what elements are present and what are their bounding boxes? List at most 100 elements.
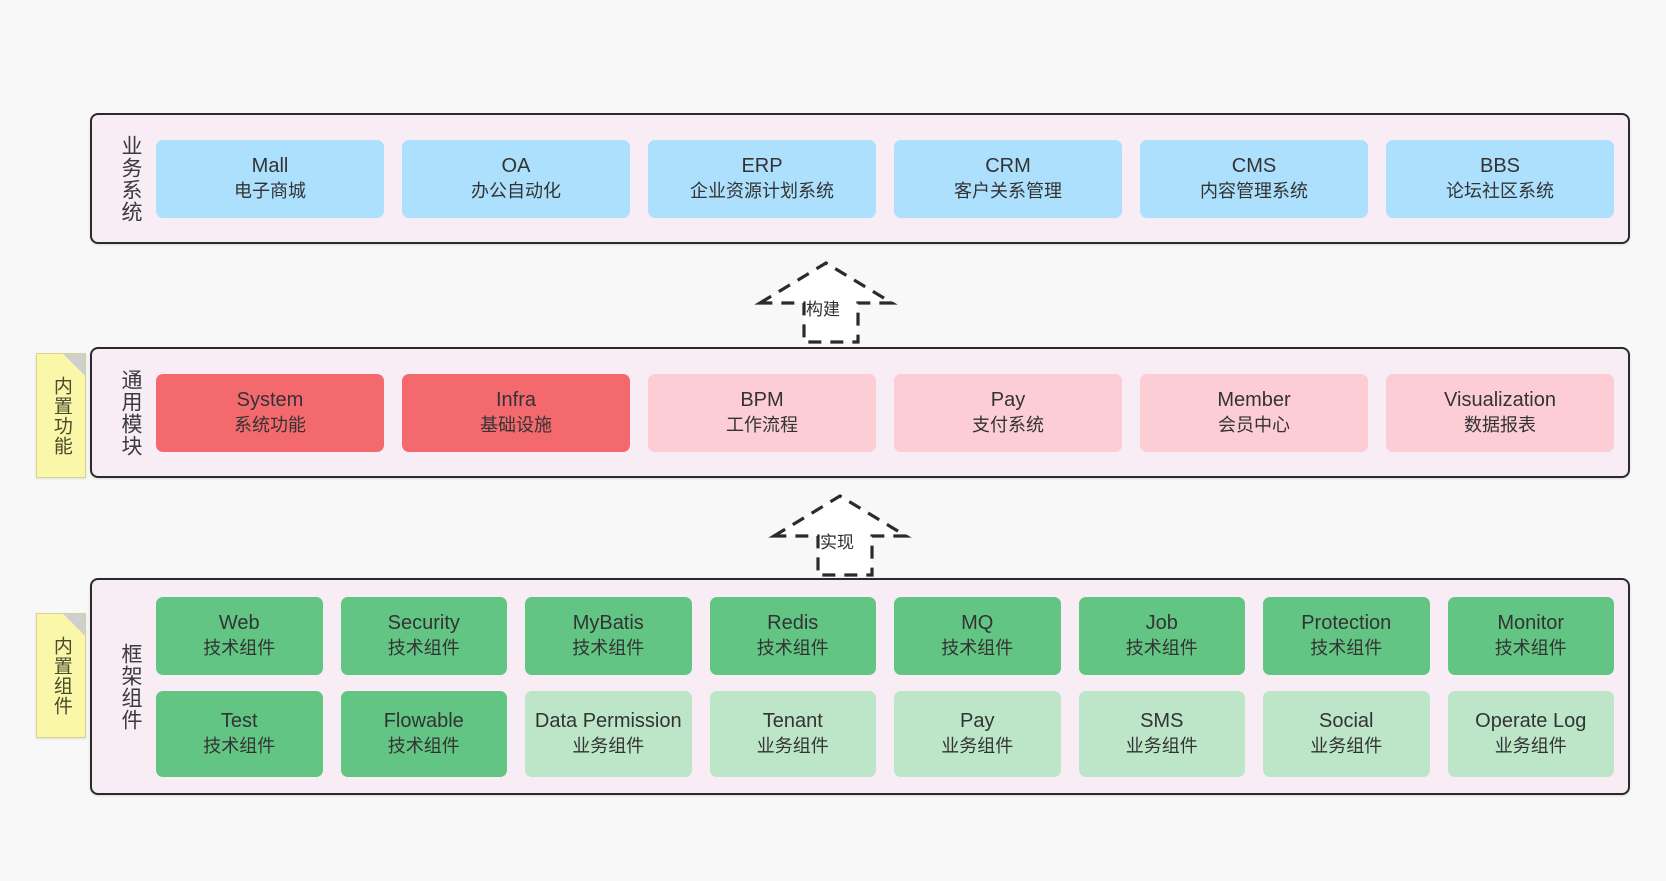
- layer-framework-components-title: 框架组件: [119, 642, 142, 731]
- card-subtitle: 技术组件: [941, 637, 1014, 658]
- card-subtitle: 办公自动化: [471, 180, 561, 201]
- card-subtitle: 基础设施: [480, 414, 552, 435]
- note-tag-builtin-components-label: 内置组件: [50, 635, 72, 716]
- card-title: Operate Log: [1475, 710, 1587, 733]
- card-title: BPM: [740, 389, 784, 412]
- card-title: CMS: [1231, 155, 1277, 178]
- card-title: Visualization: [1444, 389, 1556, 412]
- connector-build-label: 构建: [806, 300, 840, 319]
- card-subtitle: 技术组件: [387, 637, 460, 658]
- card-subtitle: 系统功能: [234, 414, 306, 435]
- card-title: Test: [220, 710, 258, 733]
- card-subtitle: 技术组件: [572, 637, 645, 658]
- card-subtitle: 客户关系管理: [954, 180, 1062, 201]
- card-subtitle: 业务组件: [941, 735, 1014, 756]
- card-subtitle: 业务组件: [572, 735, 645, 756]
- card-subtitle: 技术组件: [756, 637, 829, 658]
- note-tag-builtin-components: 内置组件: [36, 613, 86, 738]
- card-title: Tenant: [762, 710, 823, 733]
- connector-build: 构建: [754, 259, 898, 344]
- card-subtitle: 内容管理系统: [1200, 180, 1308, 201]
- card-title: MQ: [961, 612, 994, 635]
- card-subtitle: 业务组件: [1125, 735, 1198, 756]
- card-subtitle: 电子商城: [234, 180, 306, 201]
- card-title: Redis: [767, 612, 819, 635]
- card-title: Data Permission: [534, 710, 682, 733]
- card-title: Infra: [495, 389, 537, 412]
- card-title: Monitor: [1497, 612, 1565, 635]
- card-subtitle: 技术组件: [387, 735, 460, 756]
- card-title: SMS: [1140, 710, 1184, 733]
- connector-implement: 实现: [768, 492, 912, 577]
- card-title: Flowable: [383, 710, 464, 733]
- card-title: Web: [218, 612, 260, 635]
- card-subtitle: 数据报表: [1464, 414, 1536, 435]
- connector-build-arrow-icon: [754, 261, 898, 344]
- card-subtitle: 业务组件: [1494, 735, 1567, 756]
- card-title: Member: [1217, 389, 1291, 412]
- card-subtitle: 技术组件: [203, 637, 276, 658]
- card-subtitle: 业务组件: [1310, 735, 1383, 756]
- connector-implement-arrow-icon: [768, 494, 912, 577]
- note-tag-builtin-features-label: 内置功能: [50, 375, 72, 456]
- card-title: BBS: [1479, 155, 1521, 178]
- card-title: Pay: [960, 710, 995, 733]
- connector-implement-label: 实现: [820, 533, 854, 552]
- card-subtitle: 技术组件: [1310, 637, 1383, 658]
- note-tag-builtin-features: 内置功能: [36, 353, 86, 478]
- card-title: Protection: [1301, 612, 1392, 635]
- layer-common-modules-title: 通用模块: [119, 368, 142, 457]
- card-title: MyBatis: [572, 612, 644, 635]
- card-subtitle: 业务组件: [756, 735, 829, 756]
- card-title: Mall: [251, 155, 289, 178]
- card-subtitle: 企业资源计划系统: [690, 180, 834, 201]
- card-title: OA: [501, 155, 531, 178]
- card-subtitle: 技术组件: [1494, 637, 1567, 658]
- card-title: Social: [1319, 710, 1374, 733]
- card-subtitle: 技术组件: [203, 735, 276, 756]
- card-title: System: [236, 389, 304, 412]
- card-title: Pay: [990, 389, 1026, 412]
- card-title: Security: [387, 612, 460, 635]
- card-subtitle: 技术组件: [1125, 637, 1198, 658]
- card-title: Job: [1145, 612, 1178, 635]
